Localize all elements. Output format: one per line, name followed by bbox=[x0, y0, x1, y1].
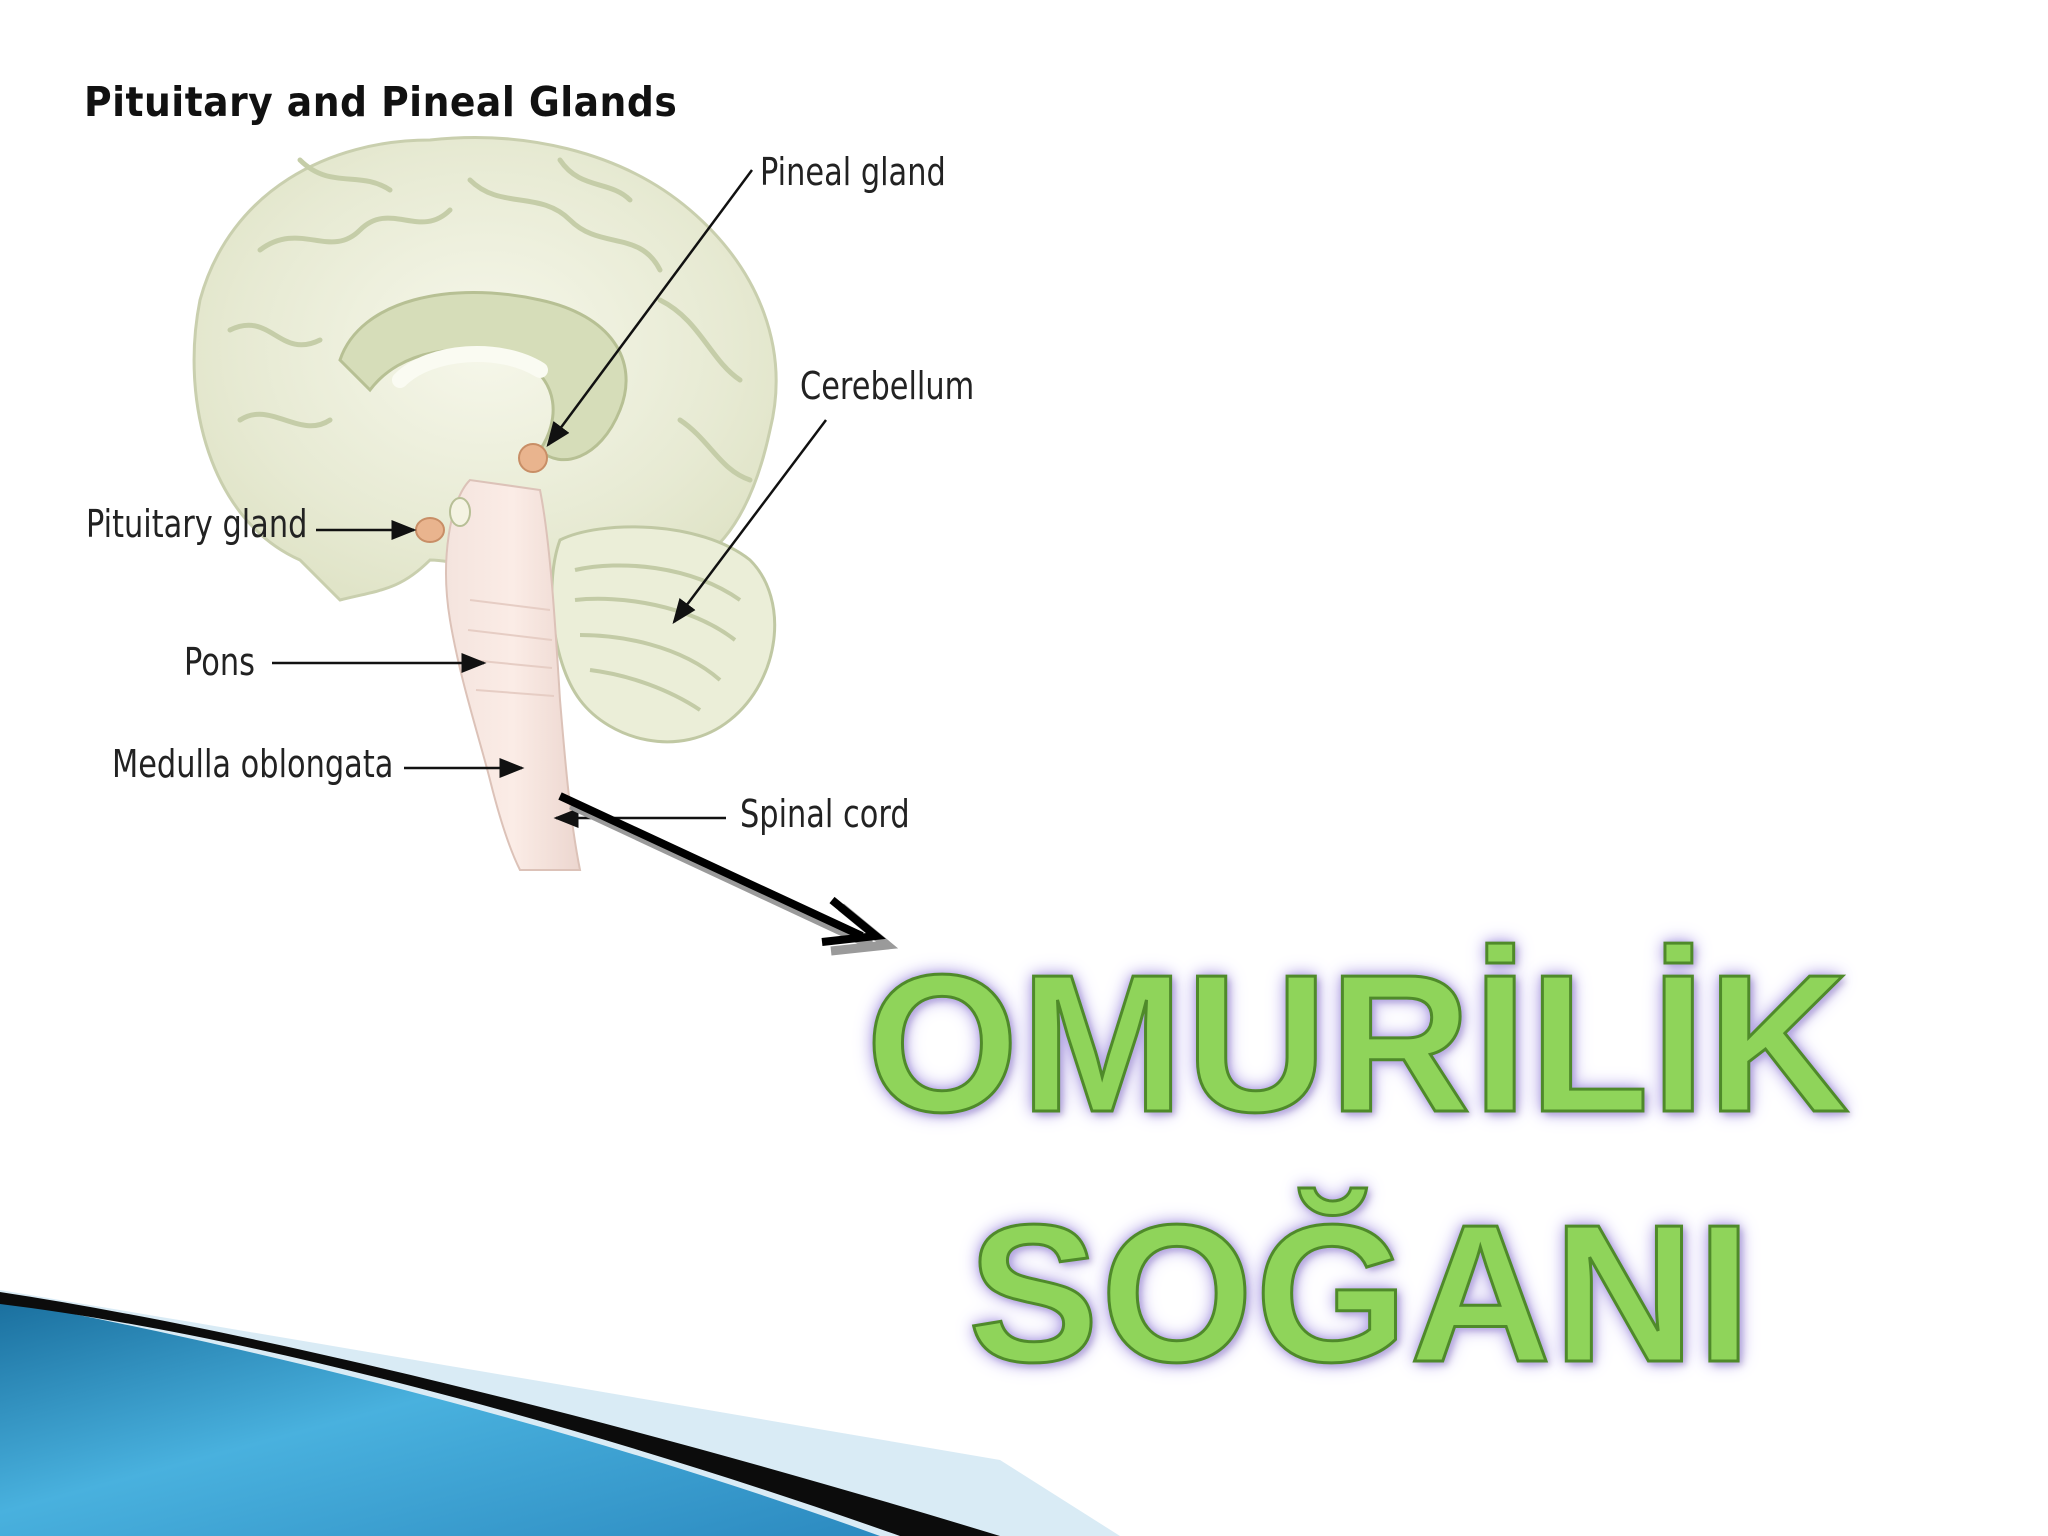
diagram-title: Pituitary and Pineal Glands bbox=[84, 78, 678, 126]
label-pituitary-gland: Pituitary gland bbox=[86, 502, 308, 546]
brainstem bbox=[445, 478, 582, 871]
footer-decoration bbox=[0, 1290, 1120, 1536]
label-pineal-gland: Pineal gland bbox=[760, 150, 946, 194]
label-cerebellum: Cerebellum bbox=[800, 364, 975, 408]
label-spinal-cord: Spinal cord bbox=[740, 792, 910, 836]
headline-line-1: OMURİLİK bbox=[865, 934, 1851, 1153]
label-pons: Pons bbox=[184, 640, 255, 684]
pointer-pineal bbox=[546, 169, 754, 448]
pituitary-gland-shape bbox=[415, 517, 445, 543]
connector-arrow bbox=[558, 792, 899, 956]
headline-line-2: SOĞANI bbox=[966, 1184, 1754, 1403]
cerebellum bbox=[550, 525, 777, 744]
pointer-cerebellum bbox=[672, 419, 827, 624]
label-medulla-oblongata: Medulla oblongata bbox=[112, 742, 394, 786]
pineal-gland-shape bbox=[518, 443, 548, 473]
